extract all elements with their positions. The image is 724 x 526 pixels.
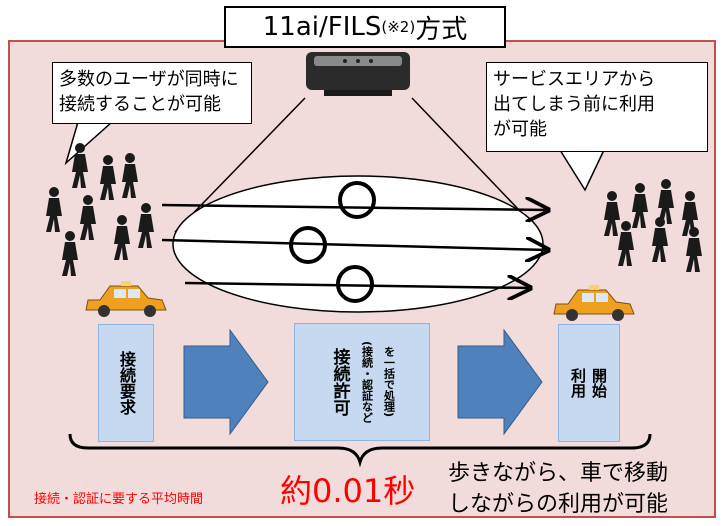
pedestrian-crowd-icon (604, 179, 702, 272)
circle-ok-icon (338, 181, 376, 219)
step-connect-permit: 接続許可 (接続・認証など を一括で処理) (294, 323, 430, 441)
callout-before-leaving: サービスエリアから 出てしまう前に利用 が可能 (486, 62, 708, 152)
method-title: 11ai/FILS(※2)方式 (224, 6, 506, 48)
chevron-arrow-icon (183, 328, 269, 436)
callout-many-users: 多数のユーザが同時に 接続することが可能 (52, 62, 252, 124)
avg-time-value: 約0.01秒 (280, 472, 416, 510)
access-point-icon (306, 52, 410, 96)
taxi-icon (553, 285, 635, 321)
connection-arrow-2 (161, 240, 548, 250)
step-start-use: 利用 開始 (558, 324, 620, 442)
taxi-icon (85, 281, 167, 317)
pedestrian-crowd-icon (46, 143, 154, 276)
usage-caption: 歩きながら、車で移動 しながらの利用が可能 (448, 461, 669, 517)
timeline-brace (68, 433, 652, 468)
avg-time-label: 接続・認証に要する平均時間 (34, 492, 204, 507)
step-connect-request: 接続要求 (98, 324, 154, 442)
connection-arrow-1 (161, 205, 548, 210)
chevron-arrow-icon (457, 328, 543, 436)
circle-ok-icon (336, 265, 374, 303)
circle-ok-icon (289, 226, 327, 264)
connection-arrow-3 (184, 283, 530, 288)
